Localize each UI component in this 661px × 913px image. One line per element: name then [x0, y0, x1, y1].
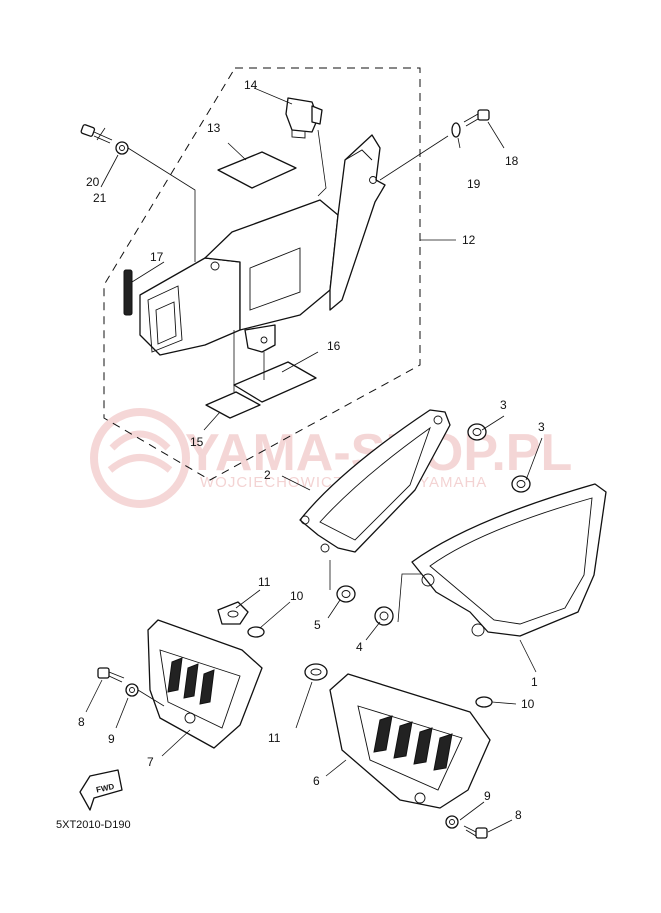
- part-10-grommet-b: [475, 696, 493, 708]
- callout-13: 13: [207, 121, 221, 135]
- part-9-collar-a: [125, 683, 139, 697]
- callout-14: 14: [244, 78, 258, 92]
- callout-10a: 10: [290, 589, 304, 603]
- part-19-washer: [451, 122, 461, 138]
- callout-11a: 11: [258, 575, 271, 589]
- part-3-grommet-b: [511, 475, 531, 493]
- callout-2: 2: [264, 468, 271, 482]
- callout-12: 12: [462, 233, 476, 247]
- fwd-arrow-icon: FWD: [79, 769, 123, 811]
- part-10-grommet-a: [247, 626, 265, 638]
- part-16-pad: [233, 361, 317, 403]
- callout-1: 1: [531, 675, 538, 689]
- callout-7: 7: [147, 755, 154, 769]
- callout-18: 18: [505, 154, 519, 168]
- callout-20: 20: [86, 175, 100, 189]
- part-2-side-cover-frame: [299, 409, 451, 553]
- part-8-bolt-a: [97, 667, 125, 683]
- part-7-lower-cover: [147, 619, 263, 749]
- part-4-grommet: [374, 606, 394, 626]
- part-11-damper-b: [304, 663, 328, 681]
- assembly-outline-12: [103, 67, 421, 481]
- part-6-lower-cover: [329, 673, 491, 809]
- part-13-pad: [217, 151, 297, 189]
- callout-11b: 11: [268, 731, 281, 745]
- part-15-pad: [205, 391, 261, 419]
- part-20-bolt: [80, 124, 113, 144]
- part-3-grommet-a: [467, 423, 487, 441]
- part-18-bolt: [463, 109, 490, 127]
- part-11-damper-a: [217, 601, 249, 625]
- part-9-collar-b: [445, 815, 459, 829]
- callout-4: 4: [356, 640, 363, 654]
- callout-5: 5: [314, 618, 321, 632]
- part-14-relay: [285, 97, 323, 139]
- callout-3a: 3: [500, 398, 507, 412]
- callout-3b: 3: [538, 420, 545, 434]
- callout-6: 6: [313, 774, 320, 788]
- part-17-strip: [123, 269, 133, 316]
- callout-15: 15: [190, 435, 204, 449]
- leader-lines: [85, 87, 543, 833]
- callout-9b: 9: [484, 789, 491, 803]
- callouts: 14 13 20 21 17 18 19 12 16 15 2 3 3 1 5 …: [78, 78, 545, 822]
- callout-17: 17: [150, 250, 164, 264]
- callout-9a: 9: [108, 732, 115, 746]
- callout-8a: 8: [78, 715, 85, 729]
- callout-16: 16: [327, 339, 341, 353]
- diagram-code: 5XT2010-D190: [56, 819, 131, 831]
- part-5-grommet: [336, 585, 356, 603]
- callout-8b: 8: [515, 808, 522, 822]
- fwd-label: FWD: [95, 782, 115, 795]
- part-12-battery-box: [139, 134, 386, 356]
- part-8-bolt-b: [463, 825, 488, 839]
- callout-19: 19: [467, 177, 481, 191]
- callout-10b: 10: [521, 697, 535, 711]
- part-21-collar: [115, 141, 129, 155]
- callout-21: 21: [93, 191, 107, 205]
- part-1-side-cover: [411, 483, 607, 637]
